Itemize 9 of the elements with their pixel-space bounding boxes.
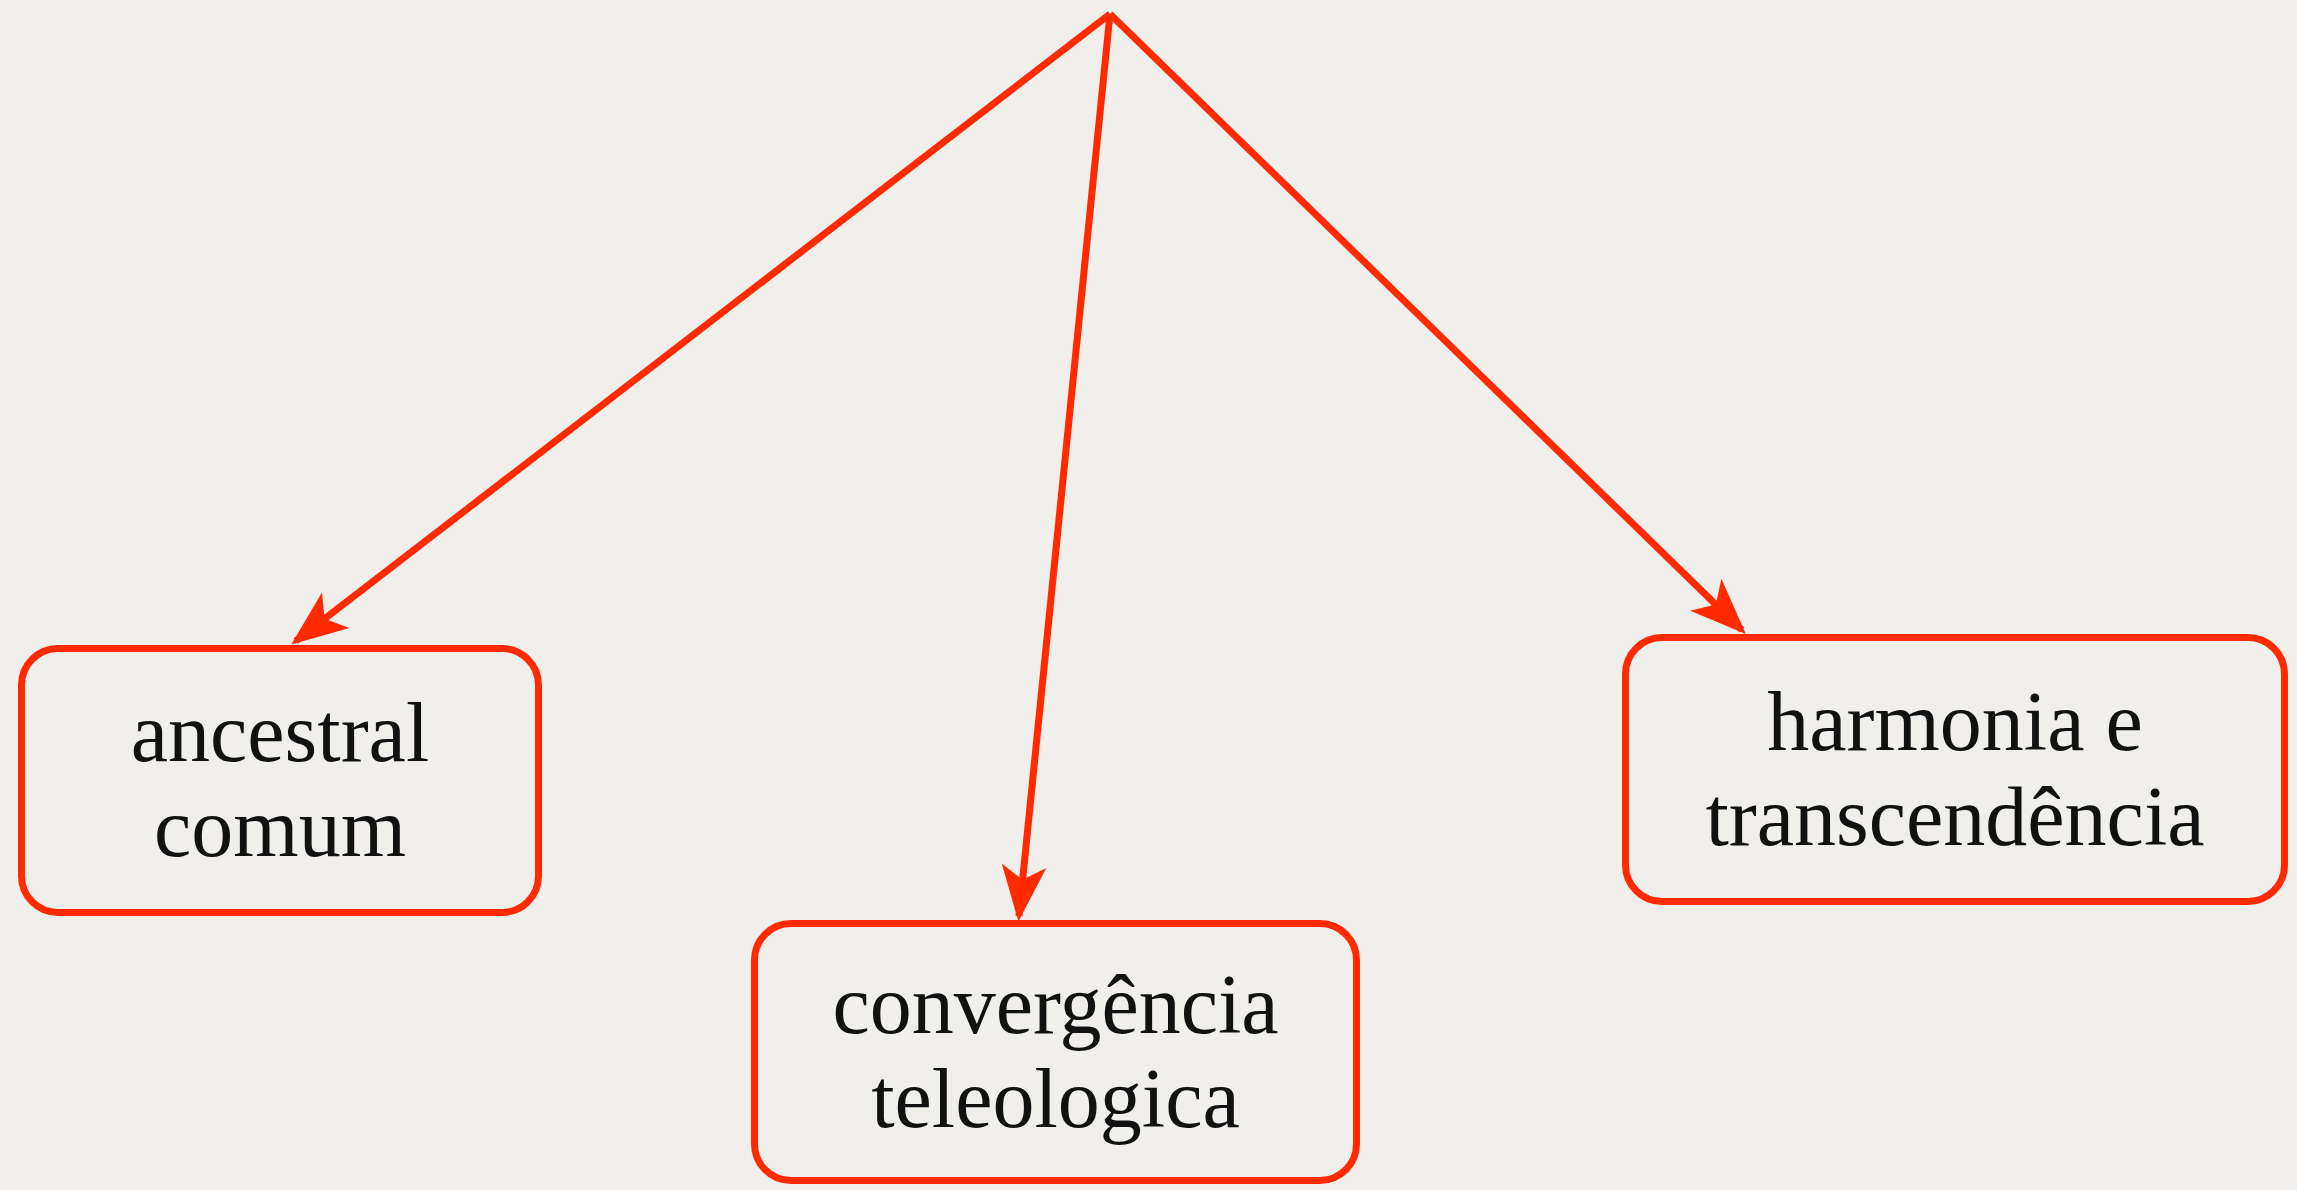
- arrow: [1001, 13, 1114, 922]
- node-label: ancestral comum: [129, 686, 431, 875]
- rounded-box: [18, 645, 542, 916]
- node-label: harmonia e transcendência: [1704, 675, 2206, 864]
- arrow: [1107, 11, 1746, 634]
- rounded-box: [751, 920, 1360, 1184]
- rounded-box: [1622, 634, 2288, 905]
- arrow: [291, 11, 1113, 645]
- node-label: convergência teleologica: [831, 957, 1280, 1147]
